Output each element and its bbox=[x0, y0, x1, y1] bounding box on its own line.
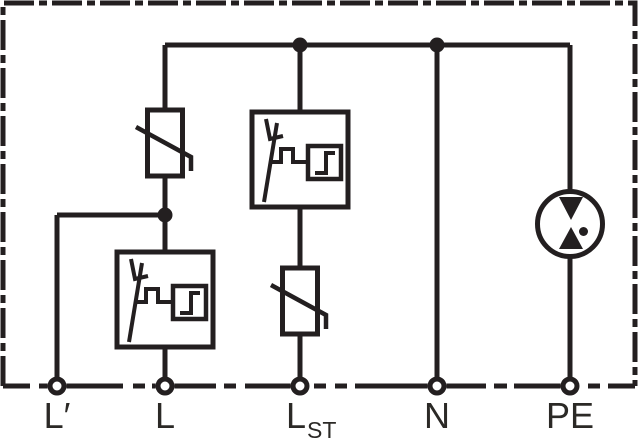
triggered-spark-gap-box-icon bbox=[252, 112, 348, 207]
junction-dots bbox=[157, 37, 445, 223]
spark-gap-circle-icon bbox=[535, 189, 605, 259]
junction-dot bbox=[157, 207, 173, 223]
terminal-l-prime bbox=[47, 376, 67, 396]
terminal-n bbox=[427, 376, 447, 396]
terminals bbox=[47, 376, 580, 396]
varistor-icon bbox=[136, 110, 191, 176]
junction-dot bbox=[292, 37, 308, 53]
spark-gap-arrow-up bbox=[559, 227, 583, 249]
terminal-label-pe: PE bbox=[546, 395, 594, 436]
junction-dot bbox=[429, 37, 445, 53]
terminal-label-l-prime: L′ bbox=[44, 395, 71, 436]
terminal-label-n: N bbox=[424, 395, 450, 436]
varistor-icon bbox=[271, 268, 326, 334]
device-boundary-dashed-border bbox=[0, 0, 638, 386]
terminal-pe bbox=[560, 376, 580, 396]
terminal-l-st bbox=[290, 376, 310, 396]
terminal-label-l: L bbox=[155, 395, 175, 436]
terminal-l bbox=[155, 376, 175, 396]
wires bbox=[54, 45, 573, 377]
terminal-label-l-st: L bbox=[286, 395, 306, 436]
triggered-spark-gap-box-icon bbox=[117, 252, 213, 347]
spark-gap-arrow-down bbox=[559, 197, 583, 220]
spark-gap-dot bbox=[579, 227, 588, 236]
terminal-label-l-st-subscript: ST bbox=[307, 417, 336, 442]
